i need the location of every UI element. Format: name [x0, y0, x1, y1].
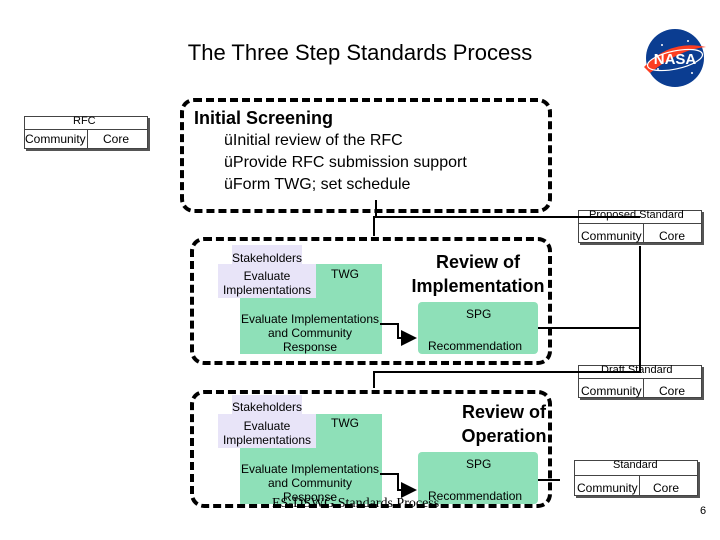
arrow-proposed-to-review: [373, 216, 640, 236]
recommendation-label: Recommendation: [428, 339, 523, 353]
initial-screening-title: Initial Screening: [194, 108, 334, 128]
stakeholders-label: Stakeholders: [232, 251, 303, 265]
standard-tab-community: Community: [577, 481, 638, 495]
spg-block: [418, 302, 538, 354]
recommendation-label: Recommendation: [428, 489, 523, 503]
draft-tab-core: Core: [659, 384, 686, 398]
page-title: The Three Step Standards Process: [187, 40, 533, 65]
rfc-tab-community: Community: [25, 132, 86, 146]
nasa-logo: NASA: [640, 27, 710, 89]
evaluate-community-label: Evaluate Implementations and Community R…: [240, 312, 380, 354]
draft-tab-community: Community: [581, 384, 642, 398]
initial-screening-box: [180, 98, 552, 213]
standard-tab: Standard Community Core: [574, 459, 698, 496]
twg-block-lower: [240, 296, 380, 354]
review-operation-box: [190, 390, 552, 508]
spg-label: SPG: [466, 307, 492, 321]
twg-block-lower: [240, 446, 380, 504]
evaluate-implementations-box: [218, 414, 316, 448]
bullet-item: üForm TWG; set schedule: [224, 176, 411, 193]
bullet-item: üProvide RFC submission support: [224, 154, 467, 171]
footer-text: ES-DSWG Standards Process: [272, 496, 440, 511]
spg-label: SPG: [466, 457, 492, 471]
rfc-tab-core: Core: [103, 132, 130, 146]
twg-label: TWG: [331, 267, 359, 281]
stakeholders-label: Stakeholders: [232, 400, 303, 414]
twg-label: TWG: [331, 416, 359, 430]
rfc-tab: RFC Community Core: [24, 115, 148, 149]
rfc-tab-title: RFC: [73, 115, 96, 127]
evaluate-implementations-label: Evaluate Implementations: [222, 269, 312, 297]
review-implementation-title: Review of Implementation: [411, 252, 545, 296]
proposed-tab-community: Community: [581, 229, 642, 243]
review-operation-title: Review of Operation: [461, 402, 547, 446]
arrow-eval-to-spg: [380, 473, 417, 498]
review-implementation-box: [190, 237, 552, 365]
standard-tab-core: Core: [653, 481, 680, 495]
initial-screening-bullets: üInitial review of the RFC üProvide RFC …: [224, 130, 467, 196]
spg-block: [418, 452, 538, 504]
arrow-spg-to-draft: [538, 327, 641, 366]
evaluate-community-label: Evaluate Implementations and Community R…: [240, 462, 380, 504]
arrow-draft-to-operation: [373, 246, 641, 388]
evaluate-implementations-label: Evaluate Implementations: [222, 419, 312, 447]
bullet-item: üInitial review of the RFC: [224, 132, 403, 149]
proposed-tab-core: Core: [659, 229, 686, 243]
standard-tab-title: Standard: [613, 459, 658, 471]
svg-text:NASA: NASA: [654, 51, 697, 68]
page-number: 6: [700, 505, 707, 517]
evaluate-implementations-box: [218, 264, 316, 298]
arrow-eval-to-spg: [380, 323, 417, 346]
